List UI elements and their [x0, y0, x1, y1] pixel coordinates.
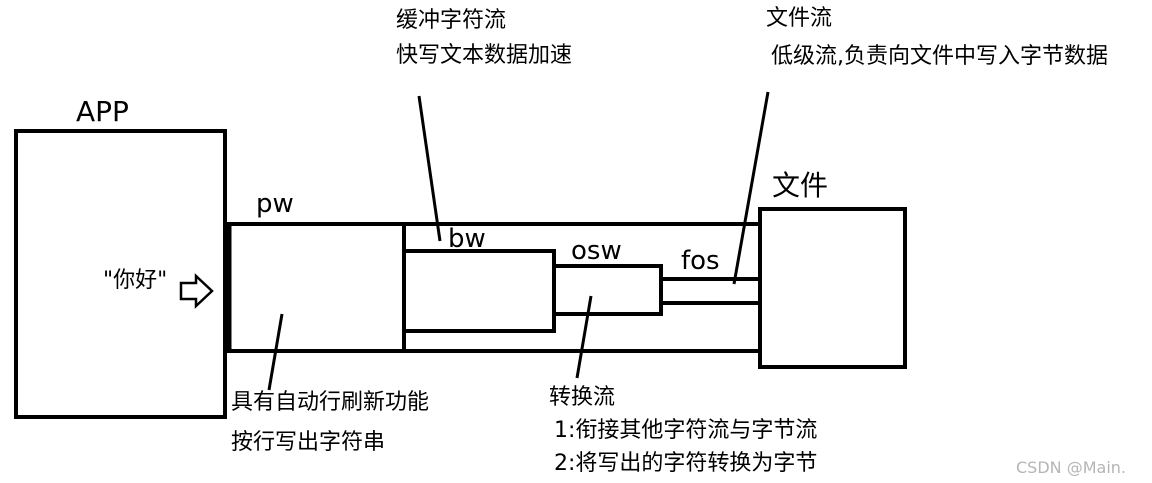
fos-callout-line — [732, 91, 770, 285]
osw-callout-line — [575, 295, 593, 379]
fos-desc-line-2: 低级流,负责向文件中写入字节数据 — [771, 44, 1108, 69]
pw-callout-line — [267, 313, 284, 391]
file-label: 文件 — [772, 169, 829, 202]
pw-label: pw — [256, 189, 294, 219]
file-box — [758, 207, 907, 369]
bw-label: bw — [448, 224, 486, 254]
watermark: CSDN @Main. — [1016, 458, 1126, 477]
osw-desc-line-1: 转换流 — [549, 385, 616, 410]
osw-desc-line-3: 2:将写出的字符转换为字节 — [554, 451, 818, 476]
fos-desc-line-1: 文件流 — [766, 6, 833, 31]
bw-callout-line — [417, 95, 442, 242]
bw-desc-line-1: 缓冲字符流 — [396, 8, 507, 33]
app-message: "你好" — [103, 268, 168, 293]
fos-label: fos — [681, 246, 720, 276]
bw-desc-line-2: 快写文本数据加速 — [396, 43, 573, 68]
app-box — [14, 129, 227, 419]
osw-desc-line-2: 1:衔接其他字符流与字节流 — [554, 418, 818, 443]
arrow-right-icon — [179, 273, 214, 309]
bw-box — [402, 249, 556, 333]
pw-desc-line-1: 具有自动行刷新功能 — [231, 390, 430, 415]
pw-desc-line-2: 按行写出字符串 — [231, 430, 386, 455]
app-label: APP — [76, 95, 129, 128]
osw-box — [552, 264, 663, 316]
osw-label: osw — [571, 236, 622, 266]
